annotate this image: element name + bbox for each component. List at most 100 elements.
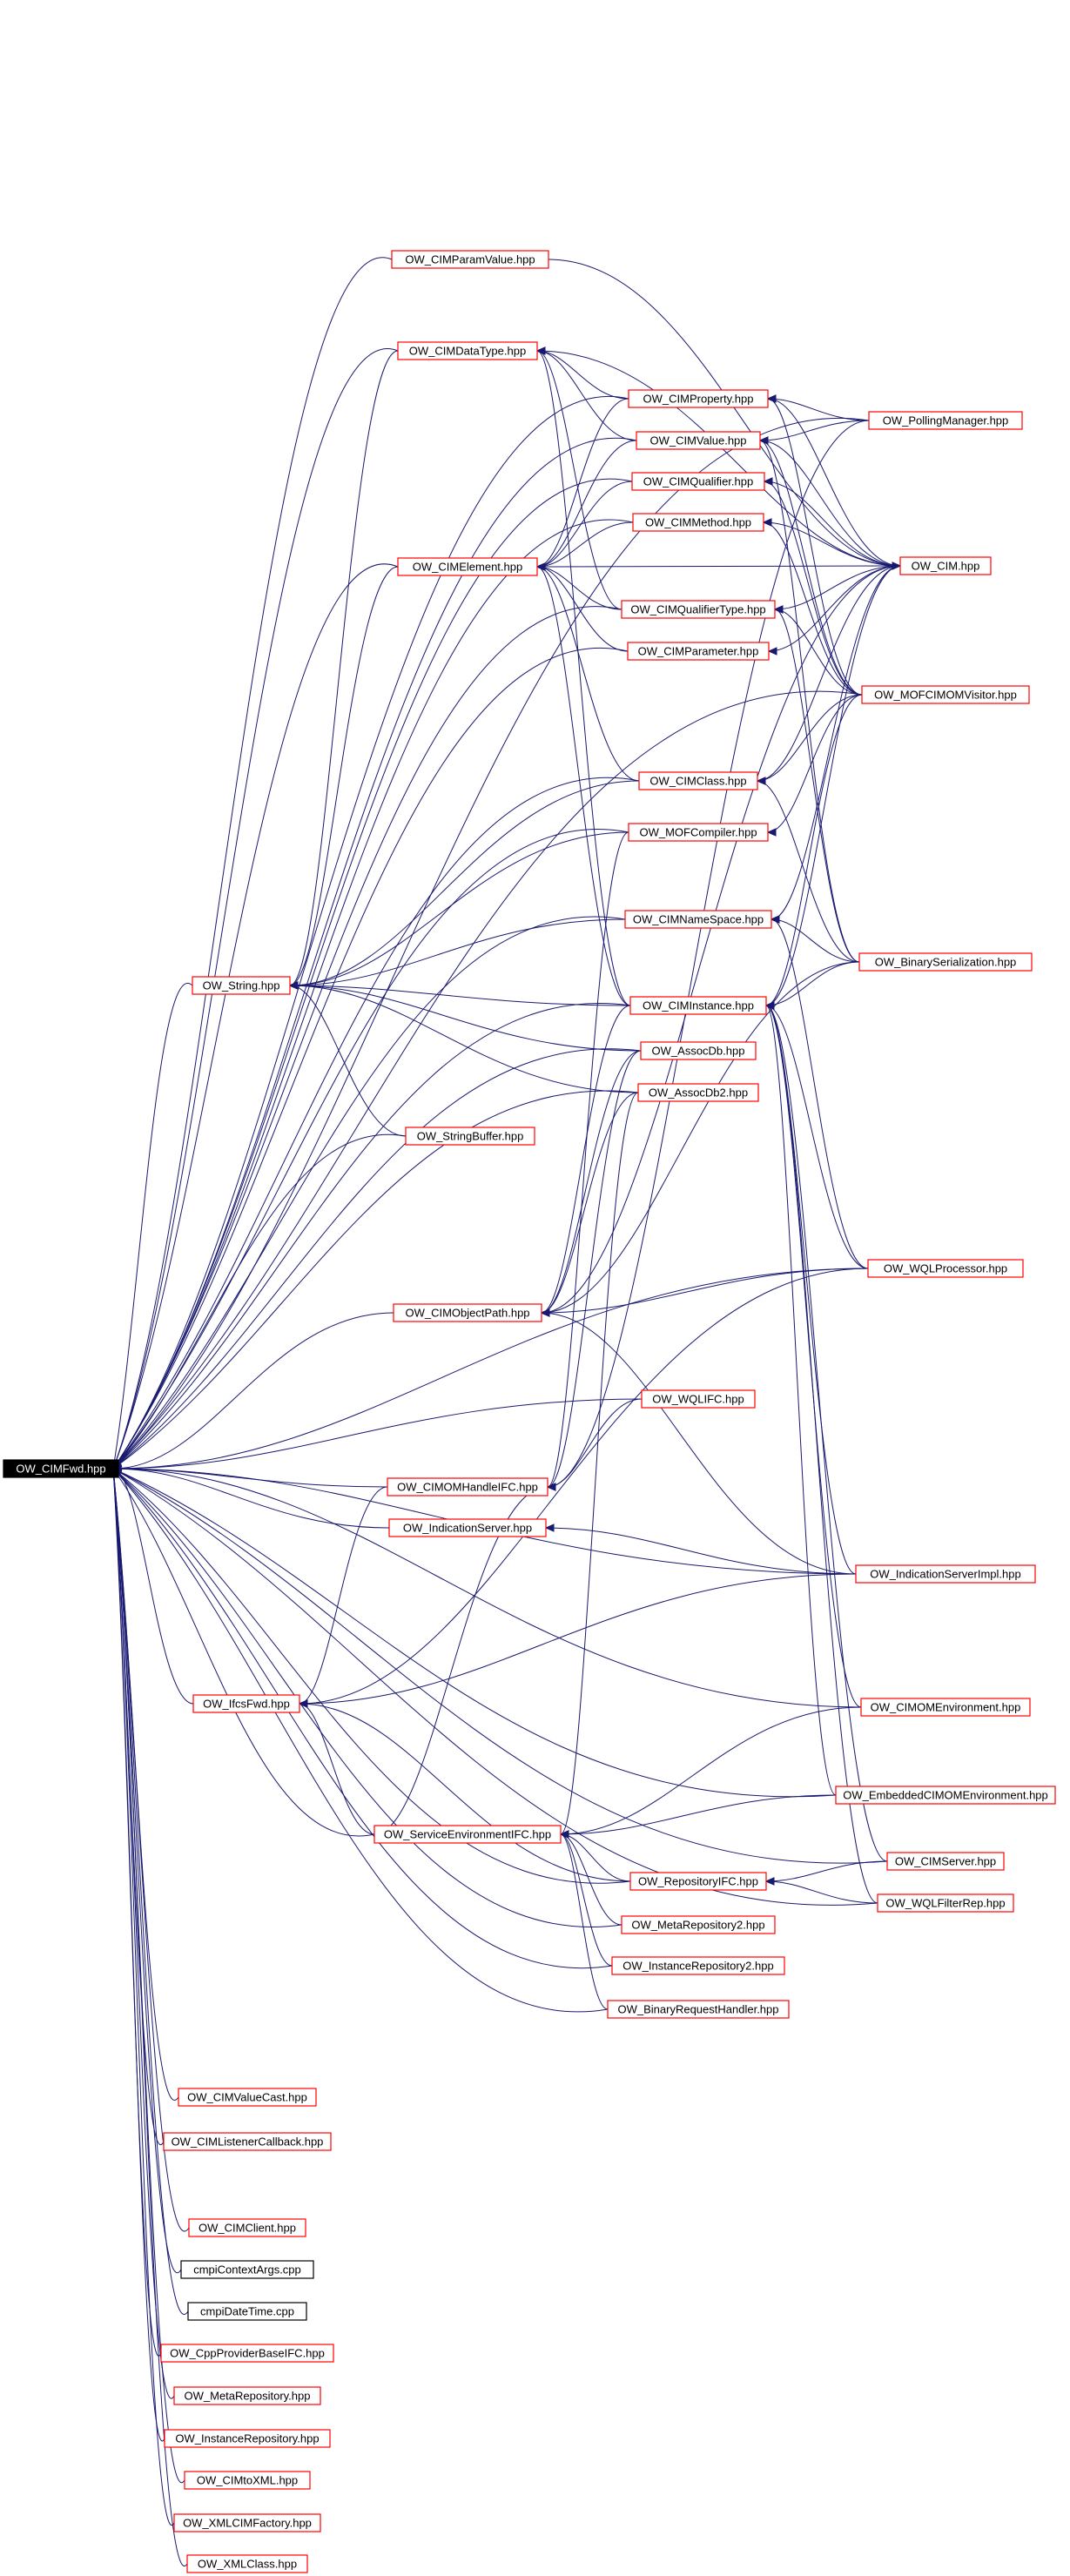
node-ow-cimvaluecast-hpp[interactable]: OW_CIMValueCast.hpp (178, 2088, 317, 2107)
dependency-edge (536, 565, 901, 568)
dependency-arrowhead (767, 647, 777, 656)
dependency-edge (373, 1486, 548, 1835)
dependency-edge (767, 694, 863, 833)
node-label: OW_RepositoryIFC.hpp (638, 1875, 758, 1888)
node-box (163, 2132, 332, 2151)
node-cmpidatetime-cpp[interactable]: cmpiDateTime.cpp (187, 2302, 307, 2321)
node-box (631, 472, 765, 491)
node-ow-cimobjectpath-hpp[interactable]: OW_CIMObjectPath.hpp (393, 1303, 542, 1322)
node-ow-wqlfilterrep-hpp[interactable]: OW_WQLFilterRep.hpp (877, 1893, 1014, 1913)
node-ow-cimnamespace-hpp[interactable]: OW_CIMNameSpace.hpp (624, 910, 772, 929)
node-box (187, 2302, 307, 2321)
node-label: OW_AssocDb.hpp (652, 1045, 745, 1058)
node-box (637, 1083, 759, 1102)
dependency-edge (289, 985, 631, 1006)
dependency-edge (112, 1468, 190, 2232)
dependency-edge (536, 350, 637, 441)
node-cmpicontextargs-cpp[interactable]: cmpiContextArgs.cpp (180, 2260, 314, 2279)
node-ow-indicationserverimpl-hpp[interactable]: OW_IndicationServerImpl.hpp (855, 1564, 1036, 1584)
dependency-edge (757, 780, 860, 963)
node-box (628, 389, 769, 408)
node-box (628, 823, 769, 842)
dependency-edge (112, 1468, 613, 1968)
node-label: OW_String.hpp (203, 979, 280, 992)
node-ow-assocdb-hpp[interactable]: OW_AssocDb.hpp (640, 1041, 757, 1060)
node-label: OW_CppProviderBaseIFC.hpp (170, 2347, 325, 2360)
node-ow-cimomenvironment-hpp[interactable]: OW_CIMOMEnvironment.hpp (860, 1698, 1031, 1717)
node-label: OW_InstanceRepository.hpp (175, 2432, 319, 2445)
dependency-edge (768, 565, 901, 652)
dependency-edge (765, 1005, 888, 1862)
node-ow-cimlistenercallback-hpp[interactable]: OW_CIMListenerCallback.hpp (163, 2132, 332, 2151)
node-box (899, 556, 992, 575)
node-box (192, 1694, 300, 1713)
node-ow-indicationserver-hpp[interactable]: OW_IndicationServer.hpp (388, 1518, 547, 1537)
dependency-edge (763, 521, 901, 567)
node-ow-mofcimomvisitor-hpp[interactable]: OW_MOFCIMOMVisitor.hpp (861, 685, 1030, 704)
node-ow-mofcompiler-hpp[interactable]: OW_MOFCompiler.hpp (628, 823, 769, 842)
node-ow-cimparamvalue-hpp[interactable]: OW_CIMParamValue.hpp (391, 250, 549, 269)
node-label: OW_WQLProcessor.hpp (884, 1262, 1007, 1275)
node-ow-assocdb2-hpp[interactable]: OW_AssocDb2.hpp (637, 1083, 759, 1102)
node-ow-wqlprocessor-hpp[interactable]: OW_WQLProcessor.hpp (867, 1259, 1024, 1278)
dependency-edge (112, 690, 863, 1470)
dependency-edge (763, 521, 863, 696)
dependency-edge (289, 831, 629, 986)
node-ow-cppproviderbaseifc-hpp[interactable]: OW_CppProviderBaseIFC.hpp (160, 2344, 334, 2363)
node-ow-metarepository2-hpp[interactable]: OW_MetaRepository2.hpp (621, 1915, 776, 1934)
node-ow-string-hpp[interactable]: OW_String.hpp (192, 976, 291, 995)
dependency-arrowhead (770, 915, 780, 924)
node-ow-serviceenvironmentifc-hpp[interactable]: OW_ServiceEnvironmentIFC.hpp (373, 1825, 562, 1844)
dependency-edge (541, 1312, 857, 1575)
dependency-edge (112, 1048, 642, 1470)
node-box (860, 1698, 1031, 1717)
node-ow-cimproperty-hpp[interactable]: OW_CIMProperty.hpp (628, 389, 769, 408)
dependency-arrowhead (762, 518, 772, 527)
node-ow-cimtoxml-hpp[interactable]: OW_CIMtoXML.hpp (184, 2471, 311, 2490)
node-ow-cimqualifier-hpp[interactable]: OW_CIMQualifier.hpp (631, 472, 765, 491)
node-box (607, 2000, 790, 2019)
dependency-arrowhead (773, 605, 784, 614)
node-ow-cimmethod-hpp[interactable]: OW_CIMMethod.hpp (632, 513, 764, 532)
node-box (877, 1893, 1014, 1913)
node-ow-instancerepository-hpp[interactable]: OW_InstanceRepository.hpp (164, 2429, 331, 2448)
node-ow-repositoryifc-hpp[interactable]: OW_RepositoryIFC.hpp (629, 1872, 767, 1891)
dependency-edge (765, 1860, 888, 1882)
node-box (638, 771, 758, 790)
dependency-edge (536, 521, 634, 568)
node-ow-xmlclass-hpp[interactable]: OW_XMLClass.hpp (186, 2554, 308, 2573)
node-ow-metarepository-hpp[interactable]: OW_MetaRepository.hpp (173, 2386, 321, 2405)
dependency-arrowhead (764, 1001, 775, 1010)
dependency-edge (536, 350, 629, 400)
node-ow-embeddedcimomenvironment-hpp[interactable]: OW_EmbeddedCIMOMEnvironment.hpp (835, 1786, 1056, 1805)
node-ow-cimomhandleifc-hpp[interactable]: OW_CIMOMHandleIFC.hpp (387, 1477, 548, 1497)
node-label: OW_XMLClass.hpp (198, 2558, 297, 2571)
node-ow-cim-hpp[interactable]: OW_CIM.hpp (899, 556, 992, 575)
node-ow-binaryserialization-hpp[interactable]: OW_BinarySerialization.hpp (858, 952, 1033, 972)
node-ow-cimclass-hpp[interactable]: OW_CIMClass.hpp (638, 771, 758, 790)
dependency-edge (289, 918, 626, 986)
node-label: OW_WQLFilterRep.hpp (885, 1897, 1005, 1910)
node-ow-stringbuffer-hpp[interactable]: OW_StringBuffer.hpp (405, 1127, 535, 1146)
node-ow-cimserver-hpp[interactable]: OW_CIMServer.hpp (886, 1852, 1005, 1871)
node-ow-xmlcimfactory-hpp[interactable]: OW_XMLCIMFactory.hpp (173, 2513, 321, 2532)
node-ow-cimqualifiertype-hpp[interactable]: OW_CIMQualifierType.hpp (621, 600, 776, 619)
node-ow-ifcsfwd-hpp[interactable]: OW_IfcsFwd.hpp (192, 1694, 300, 1713)
node-ow-binaryrequesthandler-hpp[interactable]: OW_BinaryRequestHandler.hpp (607, 2000, 790, 2019)
dependency-arrowhead (546, 1483, 556, 1491)
dependency-edge (289, 350, 399, 986)
dependency-edge (759, 440, 863, 696)
node-ow-cimparameter-hpp[interactable]: OW_CIMParameter.hpp (627, 642, 770, 661)
node-ow-cimvalue-hpp[interactable]: OW_CIMValue.hpp (636, 431, 761, 450)
node-ow-pollingmanager-hpp[interactable]: OW_PollingManager.hpp (868, 411, 1023, 430)
node-ow-cimdatatype-hpp[interactable]: OW_CIMDataType.hpp (397, 341, 538, 360)
node-ow-wqlifc-hpp[interactable]: OW_WQLIFC.hpp (641, 1389, 756, 1409)
node-ow-ciminstance-hpp[interactable]: OW_CIMInstance.hpp (629, 996, 767, 1015)
node-ow-cimclient-hpp[interactable]: OW_CIMClient.hpp (188, 2218, 306, 2237)
node-box (397, 557, 538, 576)
node-ow-instancerepository2-hpp[interactable]: OW_InstanceRepository2.hpp (611, 1956, 785, 1975)
dependency-edge (757, 565, 901, 782)
node-box (621, 1915, 776, 1934)
node-ow-cimfwd-hpp[interactable]: OW_CIMFwd.hpp (3, 1459, 119, 1478)
node-ow-cimelement-hpp[interactable]: OW_CIMElement.hpp (397, 557, 538, 576)
